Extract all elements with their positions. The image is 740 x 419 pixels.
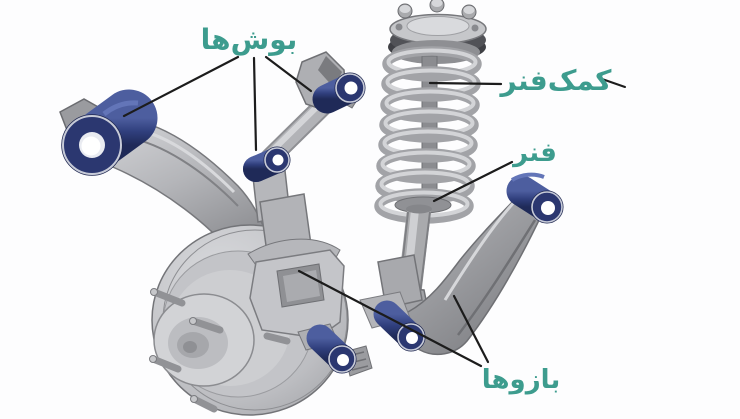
arms-leader-left — [297, 269, 483, 368]
bushing-upper-right — [312, 72, 366, 114]
bushing-middle — [243, 146, 291, 182]
bushings-leader-middle — [252, 56, 258, 152]
brake-caliper — [247, 238, 345, 351]
wheel-hub — [153, 293, 255, 387]
shock-label-tail-line — [601, 78, 626, 88]
bushing-bottom-left — [306, 324, 357, 374]
brake-assembly — [149, 193, 349, 416]
mount-nuts — [395, 0, 479, 32]
bushings-leader-right — [264, 55, 313, 93]
bushings-group — [61, 72, 564, 374]
label-bushings: بوش‌ها — [201, 23, 298, 56]
arms-leader-right — [452, 294, 490, 364]
coil-spring — [374, 46, 482, 224]
bushing-lower-arm — [506, 172, 564, 224]
label-spring: فنر — [511, 138, 557, 168]
leader-lines — [122, 55, 626, 368]
label-arms: بازوها — [482, 365, 560, 395]
label-shock-absorber: کمک‌فنر — [499, 64, 613, 97]
shock-absorber-leader — [428, 81, 503, 86]
bushing-large-front — [61, 89, 158, 176]
bushings-leader-left — [122, 55, 240, 118]
wheel-studs — [149, 288, 291, 413]
spring-leader — [432, 160, 514, 203]
